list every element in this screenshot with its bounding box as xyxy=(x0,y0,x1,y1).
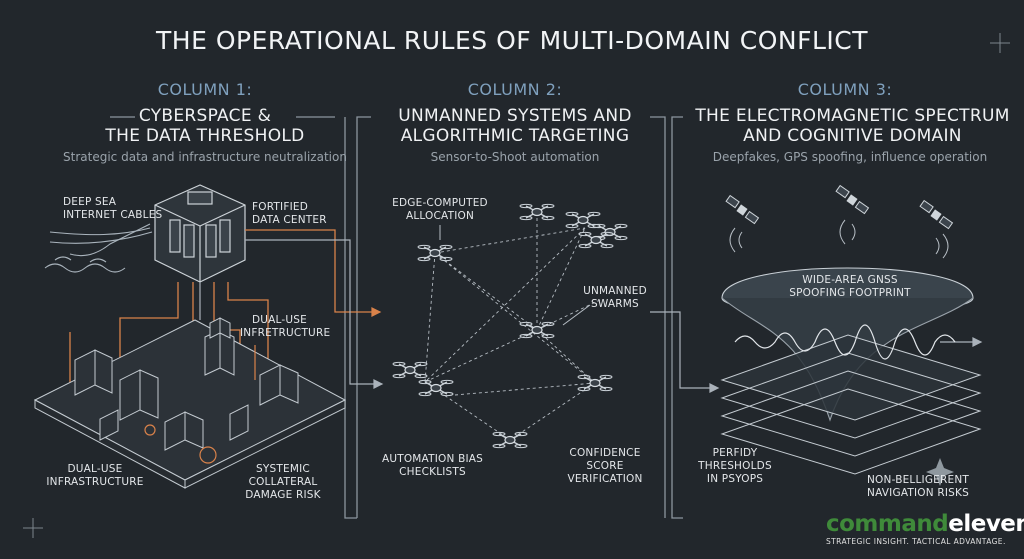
column-3-kicker: COLUMN 3: xyxy=(797,80,893,99)
label-dual-use-bottom: DUAL-USE INFRASTRUCTURE xyxy=(40,463,150,489)
column-2-heading-line2: ALGORITHMIC TARGETING xyxy=(400,126,630,146)
column-3-heading-line1: THE ELECTROMAGNETIC SPECTRUM xyxy=(695,106,1010,126)
label-dual-use-top: DUAL-USE INFRETRUCTURE xyxy=(240,314,330,340)
label-dual-use-top-line1: DUAL-USE xyxy=(252,314,307,326)
spectrum-planes xyxy=(720,334,982,475)
column-2-heading-line1: UNMANNED SYSTEMS AND xyxy=(398,106,632,126)
label-confidence-line2: SCORE xyxy=(586,460,624,472)
label-confidence-score: CONFIDENCE SCORE VERIFICATION xyxy=(555,447,655,486)
data-center-art xyxy=(154,184,246,283)
label-systemic-damage: SYSTEMIC COLLATERAL DAMAGE RISK xyxy=(228,463,338,502)
gray-links xyxy=(199,239,382,385)
column-2-heading: UNMANNED SYSTEMS AND ALGORITHMIC TARGETI… xyxy=(385,106,645,146)
label-nonbel-line2: NAVIGATION RISKS xyxy=(867,487,969,499)
label-automation-bias: AUTOMATION BIAS CHECKLISTS xyxy=(370,453,495,479)
label-deep-sea-cables: DEEP SEA INTERNET CABLES xyxy=(63,196,162,222)
page-title: THE OPERATIONAL RULES OF MULTI-DOMAIN CO… xyxy=(156,26,868,55)
label-data-center-line2: DATA CENTER xyxy=(252,214,327,226)
label-confidence-line1: CONFIDENCE xyxy=(569,447,641,459)
label-dual-use-top-line2: INFRETRUCTURE xyxy=(240,327,331,339)
column-2-subtitle: Sensor-to-Shoot automation xyxy=(430,150,600,164)
brand-word-part1: command xyxy=(826,511,949,537)
drones xyxy=(392,203,628,449)
label-gnss-line2: SPOOFING FOOTPRINT xyxy=(789,287,911,299)
column-1-heading-line2: THE DATA THRESHOLD xyxy=(105,126,305,146)
label-confidence-line3: VERIFICATION xyxy=(567,473,643,485)
label-nonbel-line1: NON-BELLIGERENT xyxy=(867,474,969,486)
label-dual-use-bottom-line1: DUAL-USE xyxy=(67,463,123,475)
column-3-subtitle: Deepfakes, GPS spoofing, influence opera… xyxy=(712,150,988,164)
label-systemic-line2: COLLATERAL xyxy=(248,476,318,488)
satellites xyxy=(725,185,953,230)
sparkle-icon xyxy=(926,458,954,486)
label-fortified-data-center: FORTIFIED DATA CENTER xyxy=(252,201,327,227)
brand-logo: commandeleven STRATEGIC INSIGHT. TACTICA… xyxy=(826,511,1024,546)
label-bias-line2: CHECKLISTS xyxy=(399,466,466,478)
label-swarms-line2: SWARMS xyxy=(591,298,639,310)
column-1-heading: CYBERSPACE & THE DATA THRESHOLD xyxy=(80,106,330,146)
label-edge-line2: ALLOCATION xyxy=(405,210,475,222)
label-perfidy: PERFIDY THRESHOLDS IN PSYOPS xyxy=(695,447,775,486)
signal-arcs xyxy=(729,219,949,259)
label-edge-allocation: EDGE-COMPUTED ALLOCATION xyxy=(385,197,495,223)
label-swarms-line1: UNMANNED xyxy=(583,285,647,297)
label-perfidy-line3: IN PSYOPS xyxy=(706,473,764,485)
column-3-heading-line2: AND COGNITIVE DOMAIN xyxy=(743,126,962,146)
label-dual-use-bottom-line2: INFRASTRUCTURE xyxy=(46,476,144,488)
label-non-belligerent: NON-BELLIGERENT NAVIGATION RISKS xyxy=(853,474,983,500)
label-bias-line1: AUTOMATION BIAS xyxy=(381,453,484,465)
column-2-kicker: COLUMN 2: xyxy=(467,80,563,99)
city-markers xyxy=(144,345,256,464)
label-systemic-line3: DAMAGE RISK xyxy=(245,489,321,501)
sea-cable-art xyxy=(44,223,153,273)
label-data-center-line1: FORTIFIED xyxy=(252,201,309,213)
pointer-lines xyxy=(439,225,591,326)
label-gnss-line1: WIDE-AREA GNSS xyxy=(802,274,898,286)
column-1-kicker: COLUMN 1: xyxy=(157,80,253,99)
brand-tagline: STRATEGIC INSIGHT. TACTICAL ADVANTAGE. xyxy=(826,537,1006,546)
brand-word-part2: eleven xyxy=(948,511,1024,537)
label-deep-sea-cables-line1: DEEP SEA xyxy=(63,196,117,208)
corner-crosshairs xyxy=(23,33,1010,538)
label-unmanned-swarms: UNMANNED SWARMS xyxy=(575,285,655,311)
drone-network-lines xyxy=(424,212,601,441)
label-perfidy-line1: PERFIDY xyxy=(712,447,758,459)
column-3-heading: THE ELECTROMAGNETIC SPECTRUM AND COGNITI… xyxy=(690,106,1015,146)
city-art xyxy=(33,317,347,489)
label-edge-line1: EDGE-COMPUTED xyxy=(392,197,488,209)
column-1-heading-line1: CYBERSPACE & xyxy=(138,106,272,126)
brand-wordmark: commandeleven xyxy=(826,511,1024,537)
column-1-subtitle: Strategic data and infrastructure neutra… xyxy=(63,150,347,164)
arrows xyxy=(371,307,983,393)
sine-wave xyxy=(734,324,956,360)
label-perfidy-line2: THRESHOLDS xyxy=(698,460,772,472)
label-gnss-footprint: WIDE-AREA GNSS SPOOFING FOOTPRINT xyxy=(780,274,920,300)
label-systemic-line1: SYSTEMIC xyxy=(256,463,310,475)
label-deep-sea-cables-line2: INTERNET CABLES xyxy=(63,209,163,221)
